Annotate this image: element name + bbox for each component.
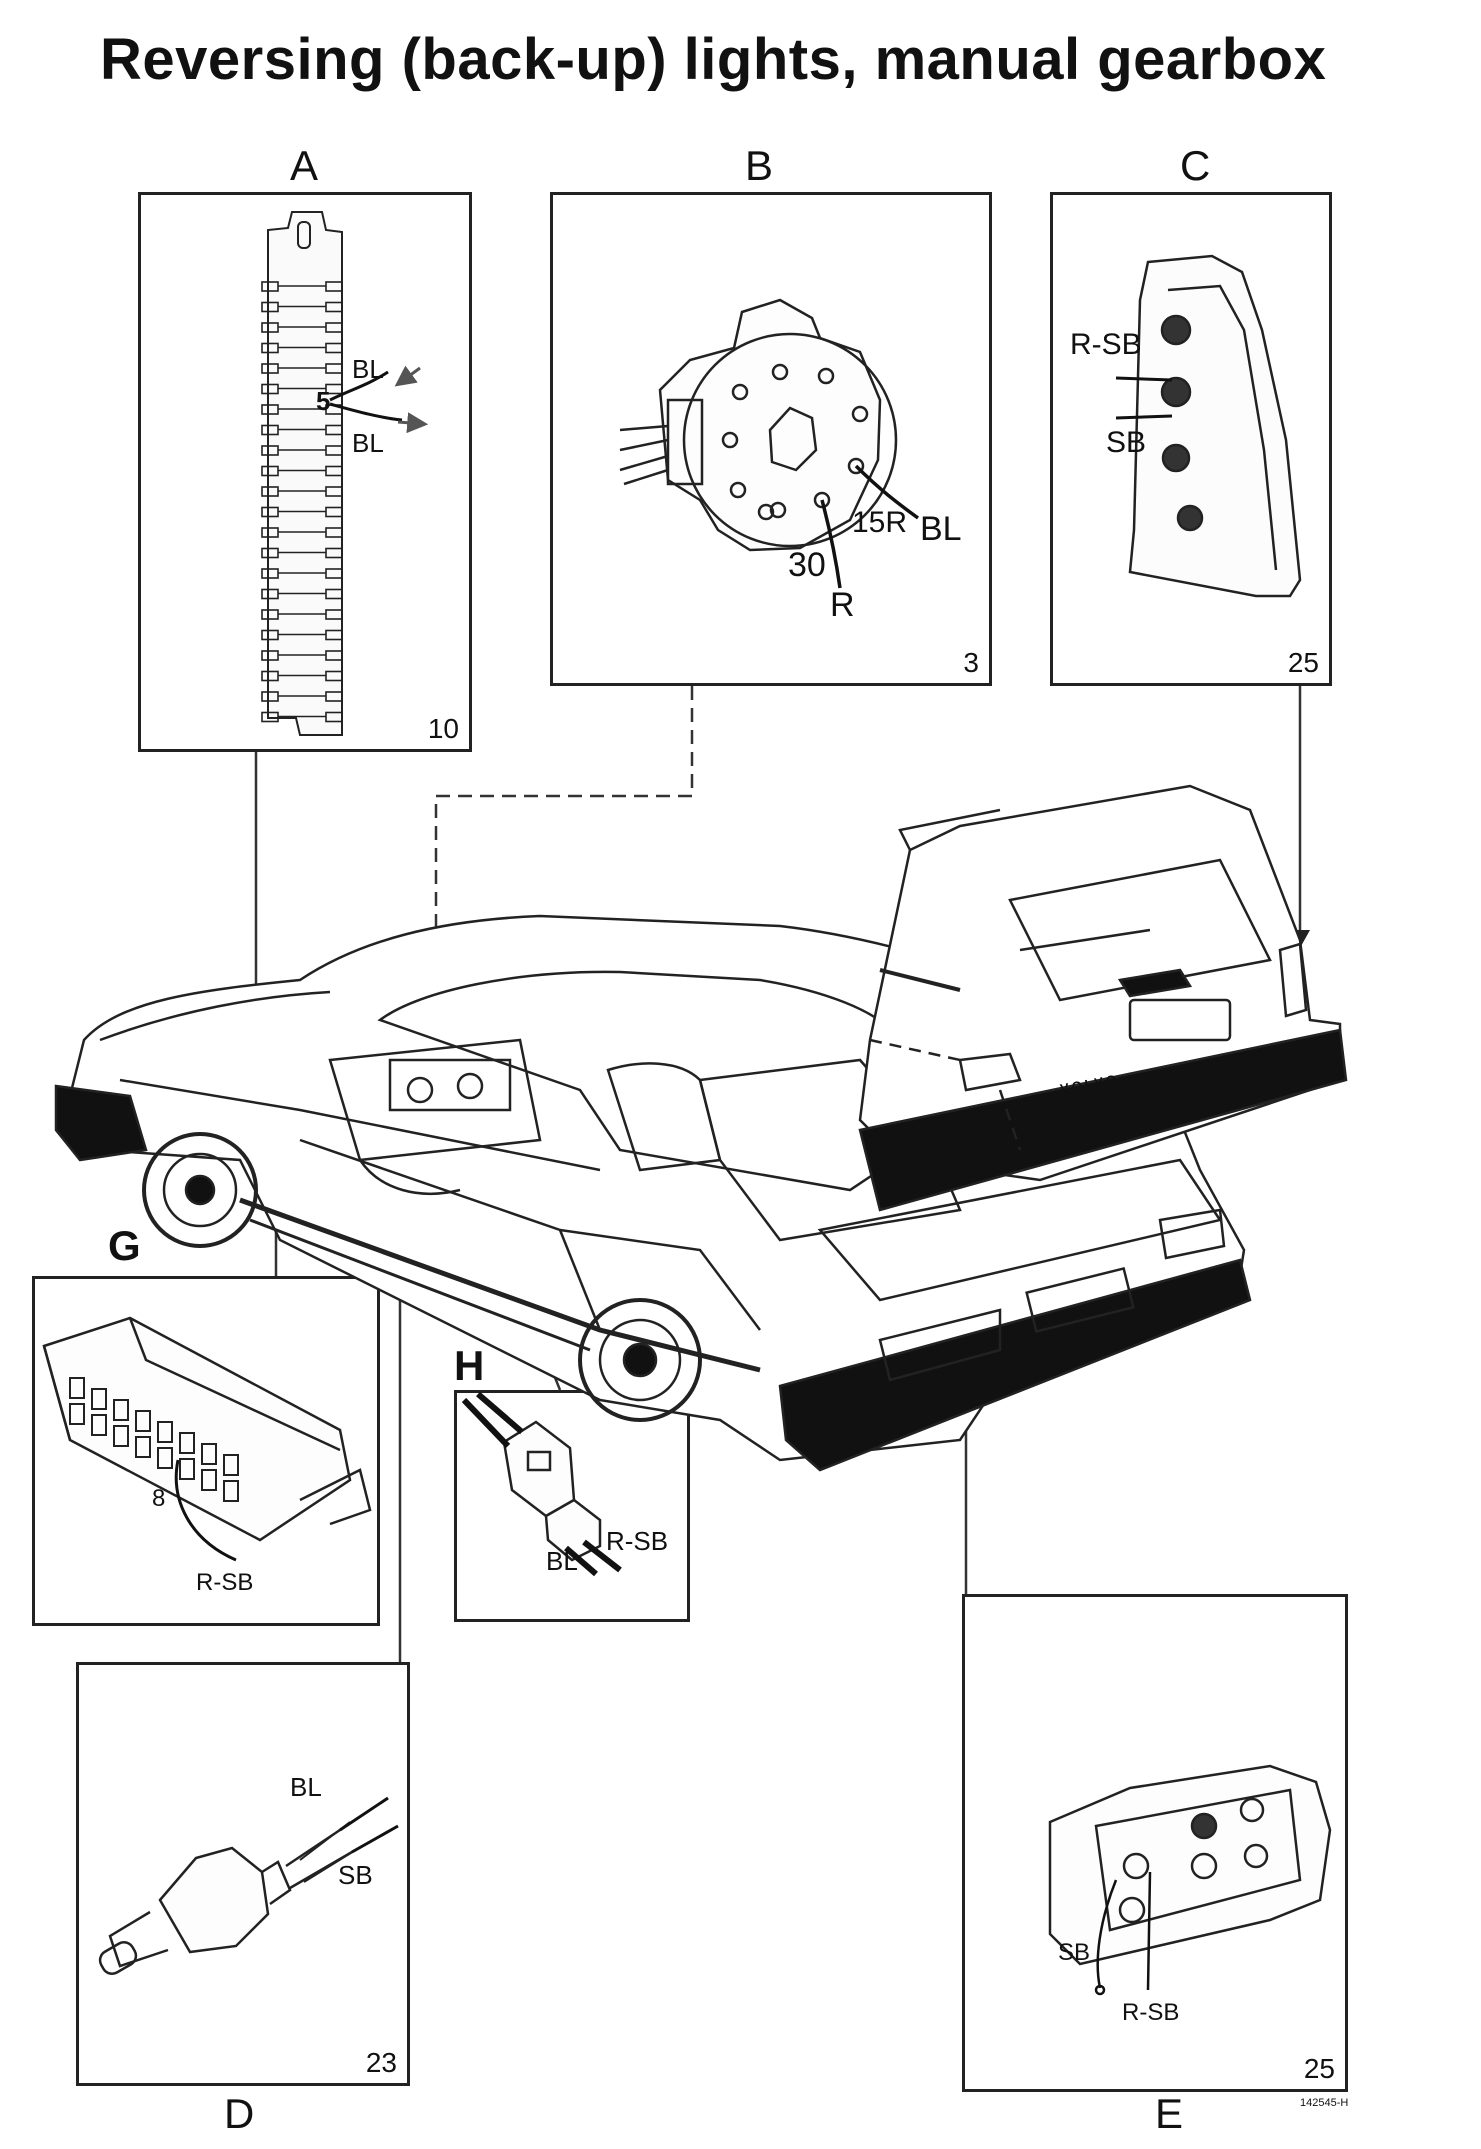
arrow-out-icon xyxy=(397,412,429,434)
panel-a-number: 10 xyxy=(427,713,459,744)
reverse-light-switch-illustration xyxy=(98,1821,363,1975)
panel-a-letter: A xyxy=(290,142,319,189)
panel-c-number: 25 xyxy=(1287,647,1319,678)
page-title: Reversing (back-up) lights, manual gearb… xyxy=(100,27,1327,92)
panel-d-wires xyxy=(339,1796,399,1854)
panel-e-letter: E xyxy=(1155,2090,1184,2137)
panel-d-letter: D xyxy=(224,2090,255,2137)
fuse-box-illustration xyxy=(261,211,343,736)
panel-h-wire-bl: BL xyxy=(546,1546,578,1576)
panel-e-wire-rsb: R-SB xyxy=(1122,1999,1179,2026)
panel-d-wire-sb: SB xyxy=(338,1860,373,1890)
panel-e-wire-sb: SB xyxy=(1058,1939,1090,1966)
panel-c-wires xyxy=(1115,376,1173,420)
rear-lamp-sedan-illustration xyxy=(1048,1764,1332,1966)
panel-e-wires xyxy=(1094,1871,1152,1996)
panel-c-wire-sb: SB xyxy=(1106,426,1146,459)
panel-b-wires xyxy=(820,464,920,589)
panel-a-wire-bl-top: BL xyxy=(352,354,384,384)
panel-d-wire-bl: BL xyxy=(290,1772,322,1802)
ignition-switch-illustration xyxy=(619,298,898,552)
panel-b-terminal-15r: 15R xyxy=(852,506,907,539)
panel-h-letter: H xyxy=(454,1342,485,1389)
estate-car-illustration xyxy=(858,784,1348,1212)
panel-g-pin: 8 xyxy=(152,1485,165,1512)
panel-a-wire-bl-bottom: BL xyxy=(352,428,384,458)
panel-c-letter: C xyxy=(1180,142,1211,189)
panel-b-number: 3 xyxy=(963,647,979,678)
multi-connector-illustration xyxy=(42,1316,372,1542)
arrow-in-icon xyxy=(394,365,421,387)
panel-e-number: 25 xyxy=(1303,2053,1335,2084)
panel-a-terminal: 5 xyxy=(316,386,330,416)
panel-b-wire-bl: BL xyxy=(920,510,962,548)
reference-code: 142545-H xyxy=(1300,2097,1349,2109)
panel-g-wire xyxy=(174,1459,237,1562)
panel-a-wires xyxy=(329,370,403,422)
panel-b-terminal-30: 30 xyxy=(788,546,826,584)
two-pin-connector-illustration xyxy=(502,1420,602,1562)
panel-d-number: 23 xyxy=(365,2047,397,2078)
panel-h-wires xyxy=(461,1391,622,1577)
panel-g-wire-rsb: R-SB xyxy=(196,1569,253,1596)
panel-c-wire-rsb: R-SB xyxy=(1070,328,1142,361)
panel-g-letter: G xyxy=(108,1222,141,1269)
rear-lamp-estate-illustration xyxy=(1128,254,1302,598)
panel-b-wire-r: R xyxy=(830,586,855,624)
panel-b-letter: B xyxy=(745,142,774,189)
panel-h-wire-rsb: R-SB xyxy=(606,1526,668,1556)
